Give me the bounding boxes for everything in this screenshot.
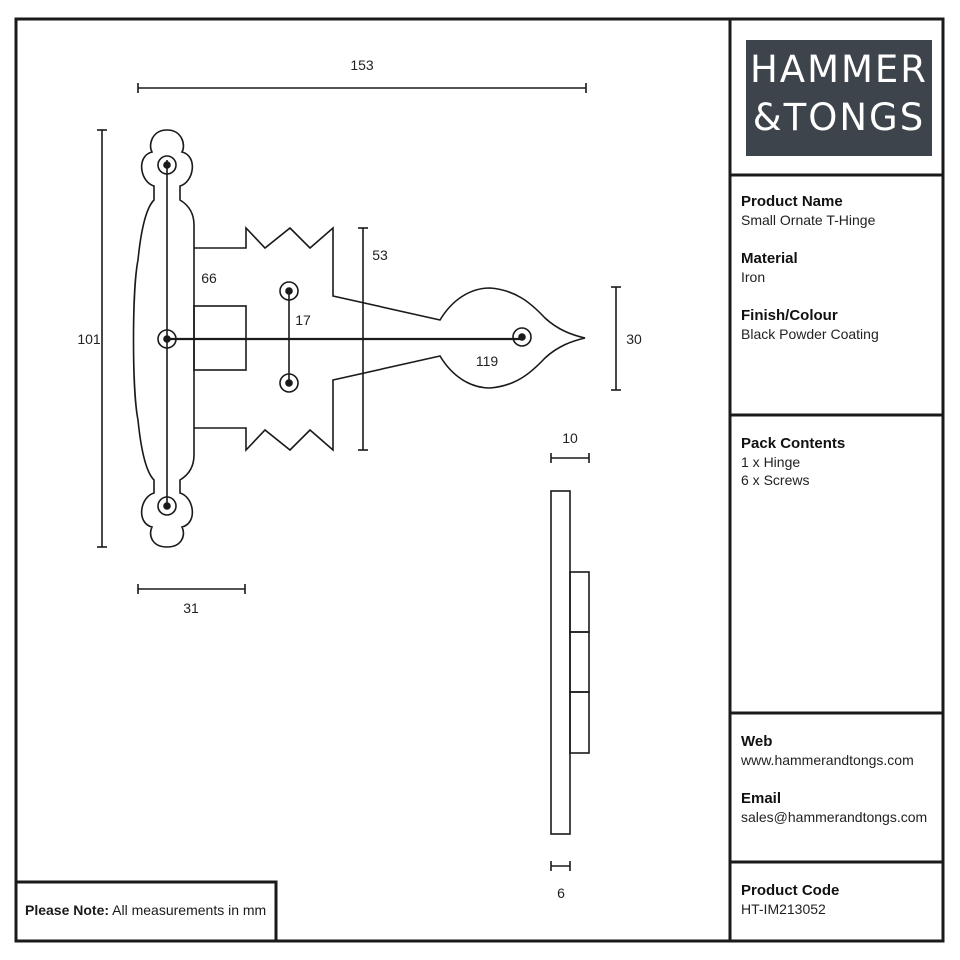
contact-panel: Web www.hammerandtongs.com Email sales@h… [741, 733, 936, 825]
finish-value: Black Powder Coating [741, 326, 879, 342]
product-name-label: Product Name [741, 193, 843, 210]
dim-overall-length: 153 [350, 57, 374, 73]
web-label: Web [741, 733, 773, 750]
product-name-value: Small Ornate T-Hinge [741, 212, 876, 228]
measurement-note: Please Note: All measurements in mm [17, 884, 275, 940]
hinge-side-view [550, 490, 590, 835]
dim-side-depth: 10 [562, 430, 578, 446]
ornate-leaf-outline [132, 129, 195, 548]
pack-item: 1 x Hinge [741, 454, 801, 470]
dim-hole-spacing: 17 [295, 312, 311, 328]
dim-tip-width: 30 [626, 331, 642, 347]
hinge-front-view [132, 129, 586, 548]
pack-contents-panel: Pack Contents 1 x Hinge 6 x Screws [741, 435, 936, 488]
dim-leaf-to-strap: 66 [201, 270, 217, 286]
note-text: All measurements in mm [109, 902, 267, 918]
pack-item: 6 x Screws [741, 472, 810, 488]
dim-strap-length: 119 [476, 353, 499, 369]
note-box [14, 880, 278, 943]
material-label: Material [741, 250, 798, 267]
brand-line-2: &TONGS [752, 96, 926, 139]
material-value: Iron [741, 269, 766, 285]
web-link[interactable]: www.hammerandtongs.com [741, 752, 914, 768]
finish-label: Finish/Colour [741, 307, 838, 324]
email-label: Email [741, 790, 782, 807]
dimension-lines [97, 83, 621, 871]
product-code-value: HT-IM213052 [741, 901, 826, 917]
product-code-panel: Product Code HT-IM213052 [741, 882, 936, 917]
outer-frame [14, 17, 945, 943]
dim-side-thickness: 6 [557, 885, 565, 901]
brand-line-1: HAMMER [749, 48, 929, 91]
strap-outline [194, 225, 586, 453]
dim-strap-height: 53 [372, 247, 388, 263]
brand-logo: HAMMER &TONGS [746, 40, 932, 156]
note-label: Please Note: [25, 902, 110, 918]
product-info-panel: Product Name Small Ornate T-Hinge Materi… [741, 193, 936, 342]
product-code-label: Product Code [741, 882, 840, 899]
email-link[interactable]: sales@hammerandtongs.com [741, 809, 928, 825]
dim-leaf-width: 31 [183, 600, 199, 616]
pack-contents-label: Pack Contents [741, 435, 846, 452]
dim-height: 101 [77, 331, 101, 347]
